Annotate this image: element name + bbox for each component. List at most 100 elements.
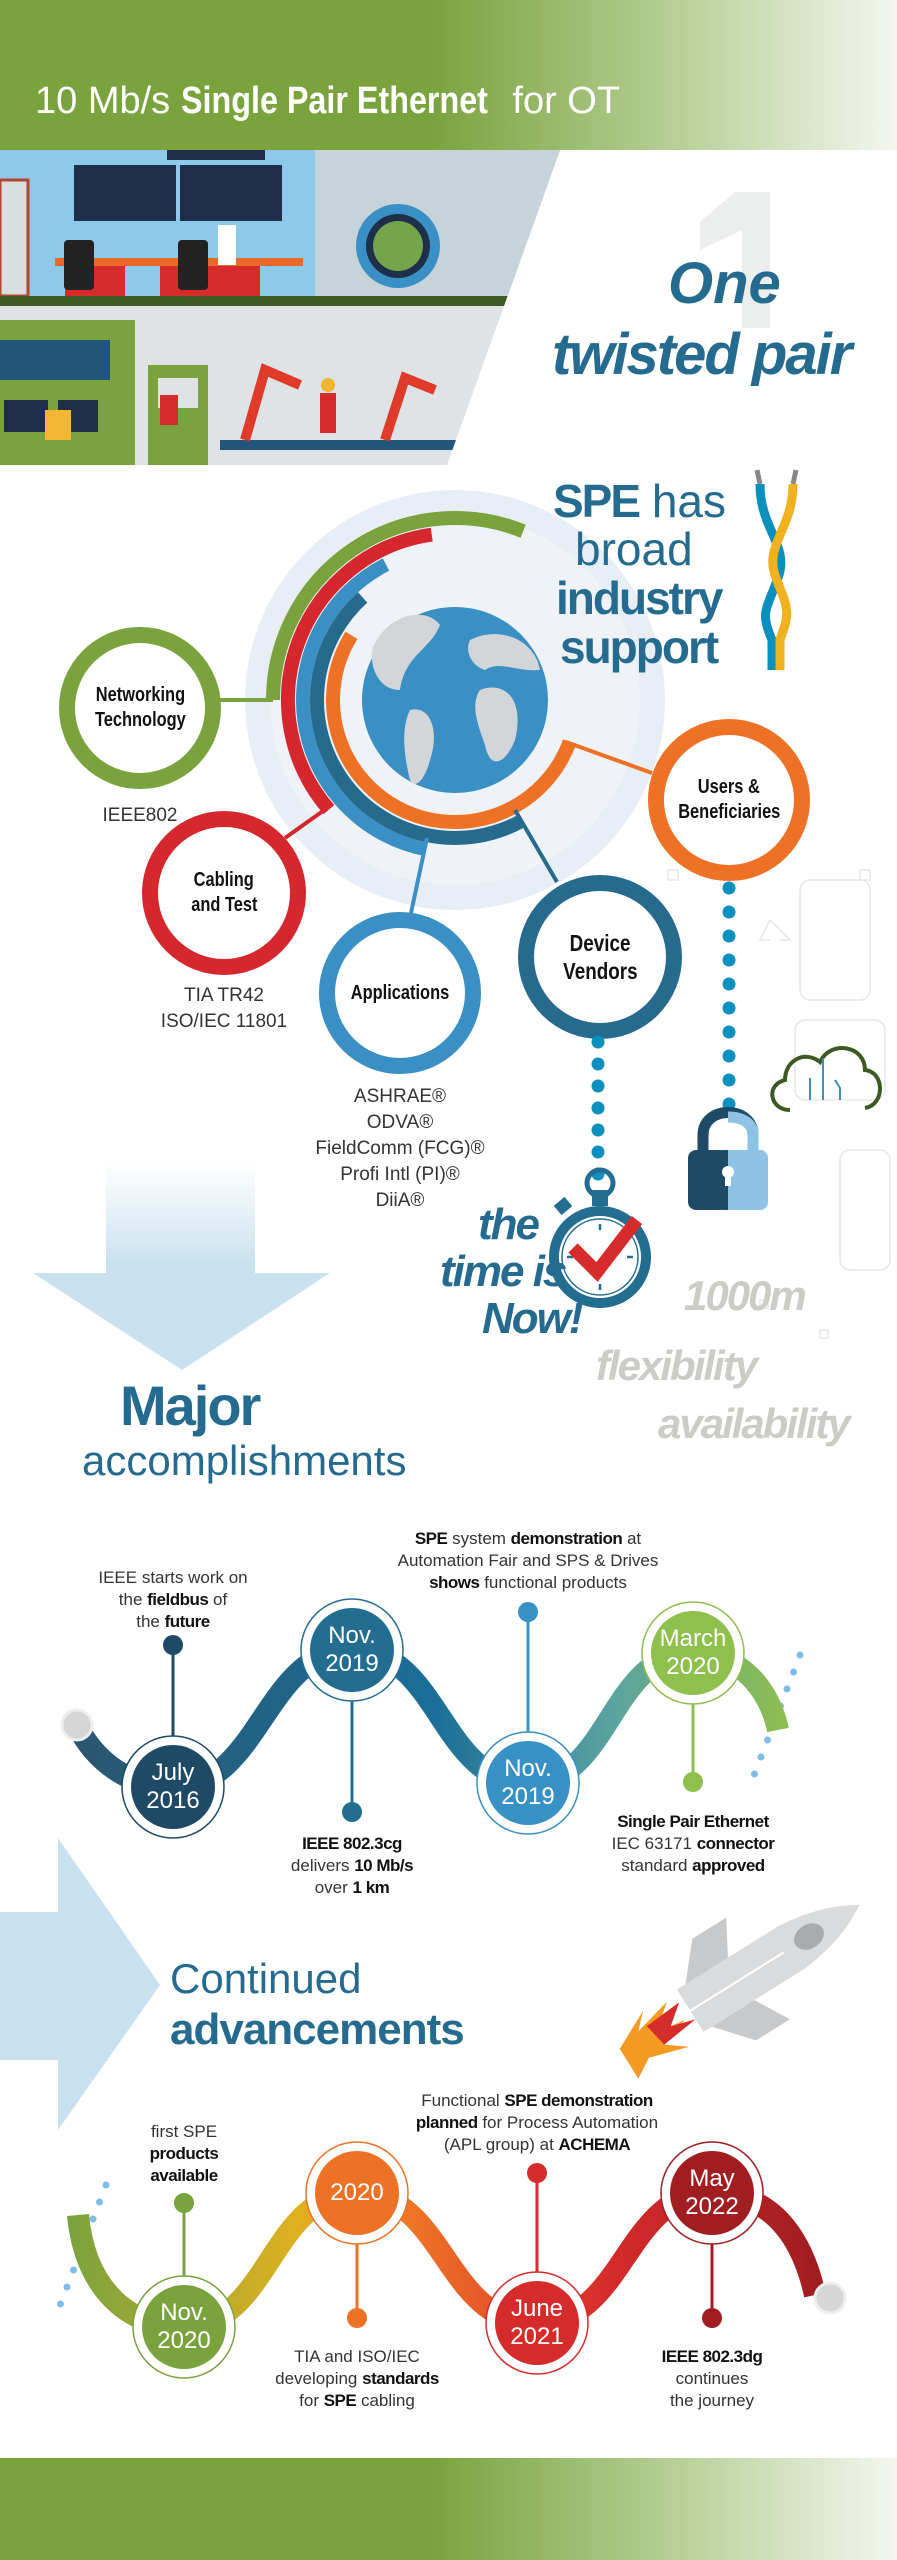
category-details-applications: ASHRAE®ODVA®FieldComm (FCG)®Profi Intl (… (280, 1084, 520, 1214)
section1-light: accomplishments (82, 1437, 407, 1484)
timeline-stem-dot (347, 2308, 367, 2328)
category-detail: ASHRAE® (353, 1086, 447, 1107)
factory-illustration (0, 150, 560, 465)
timeline-description-line: shows functional products (429, 1572, 627, 1594)
leader-dot (591, 1079, 605, 1093)
support-line1: SPE has (553, 478, 726, 524)
leader-dot (722, 1049, 736, 1063)
category-label-line: Beneficiaries (677, 801, 781, 823)
timeline-date-line: Nov. (328, 1622, 376, 1649)
timeline-date-line: 2020 (330, 2179, 384, 2206)
timeline-description-line: planned for Process Automation (416, 2112, 658, 2134)
emphasis: SPE demonstration (504, 2091, 653, 2110)
timeline-stem-dot (702, 2308, 722, 2328)
text: IEC 63171 (611, 1834, 697, 1853)
time-line3: Now! (482, 1294, 584, 1343)
emphasis: fieldbus (147, 1590, 209, 1609)
emphasis: 1 km (352, 1878, 390, 1897)
timeline-date-line: 2020 (157, 2327, 211, 2354)
timeline-date: Nov.2019 (302, 1622, 402, 1678)
timeline-description-line: IEEE 802.3cg (302, 1833, 402, 1855)
timeline-date-line: May (689, 2165, 735, 2192)
section2-light: Continued (170, 1955, 362, 2002)
timeline-date-line: Nov. (504, 1755, 552, 1782)
deco-dot (757, 1753, 765, 1761)
timeline-node (142, 2285, 226, 2369)
category-label-line: Vendors (562, 958, 638, 984)
circle-users (648, 719, 810, 881)
category-detail: DiiA® (375, 1190, 425, 1211)
text: the (136, 1612, 165, 1631)
timeline-date-line: 2022 (685, 2193, 739, 2220)
circle-cabling (142, 811, 306, 975)
category-label-line: Networking (95, 684, 185, 706)
leader-dot (722, 1025, 736, 1039)
leader-dot (722, 929, 736, 943)
arc-users (326, 631, 577, 829)
text: TIA and ISO/IEC (294, 2347, 420, 2366)
timeline-node (315, 2151, 399, 2235)
globe-graphic (245, 490, 665, 910)
leader-dot (722, 1001, 736, 1015)
timeline-markers (121, 1598, 764, 2379)
timeline-date-line: 2021 (510, 2323, 564, 2350)
category-label-line: Users & (697, 776, 760, 798)
deco-dot (751, 1770, 758, 1778)
leader-dot (722, 953, 736, 967)
category-label-users: Users & Beneficiaries (649, 775, 809, 825)
timeline-description-line: for SPE cabling (299, 2390, 415, 2412)
category-label-line: Applications (350, 981, 450, 1004)
text: developing (275, 2369, 363, 2388)
text: of (208, 1590, 228, 1609)
timeline2-end-cap (813, 2281, 847, 2315)
timeline-description-line: SPE system demonstration at (415, 1528, 641, 1550)
hero-line2: twisted pair (552, 322, 852, 387)
leader-dot (722, 881, 736, 895)
category-detail: IEEE802 (102, 805, 178, 826)
lock-icon (688, 1107, 768, 1210)
text: IEEE starts work on (98, 1568, 248, 1587)
timeline-description-line: the journey (670, 2390, 754, 2412)
timeline-node (651, 1611, 735, 1695)
section2-bold: advancements (170, 2005, 465, 2054)
timeline-stem-dot (683, 1772, 703, 1792)
timeline-date-line: 2020 (666, 1653, 720, 1680)
category-label-line: Device (569, 930, 631, 956)
timeline-stem-dot (342, 1802, 362, 1822)
support-has: has (651, 475, 726, 527)
timeline-stem-dot (518, 1602, 538, 1622)
deco-dot (102, 2181, 110, 2189)
emphasis: connector (696, 1834, 775, 1853)
circle-networking (59, 627, 221, 789)
leader-dot (722, 905, 736, 919)
benefit-range: 1000m (684, 1272, 807, 1319)
emphasis: planned (415, 2113, 478, 2132)
category-label-applications: Applications (320, 981, 480, 1006)
timeline-description-line: delivers 10 Mb/s (291, 1855, 414, 1877)
timeline-description-line: IEEE starts work on (98, 1567, 247, 1589)
support-industry: industry (556, 572, 723, 624)
timeline-date-line: June (510, 2295, 564, 2322)
title-suffix: for OT (512, 80, 621, 122)
text: first SPE (150, 2122, 218, 2141)
emphasis: approved (692, 1856, 765, 1875)
title-prefix: 10 Mb/s (35, 80, 171, 122)
timeline-date-line: 2019 (325, 1650, 379, 1677)
deco-dot (764, 1736, 771, 1744)
section1-bold: Major (120, 1374, 261, 1437)
emphasis: IEEE 802.3cg (302, 1834, 402, 1853)
timeline-description-line: products (150, 2143, 219, 2165)
deco-dot (70, 2266, 77, 2274)
emphasis: future (164, 1612, 211, 1631)
timeline-description-line: IEEE 802.3dg (662, 2346, 763, 2368)
title-bold: Single Pair Ethernet (180, 80, 488, 122)
